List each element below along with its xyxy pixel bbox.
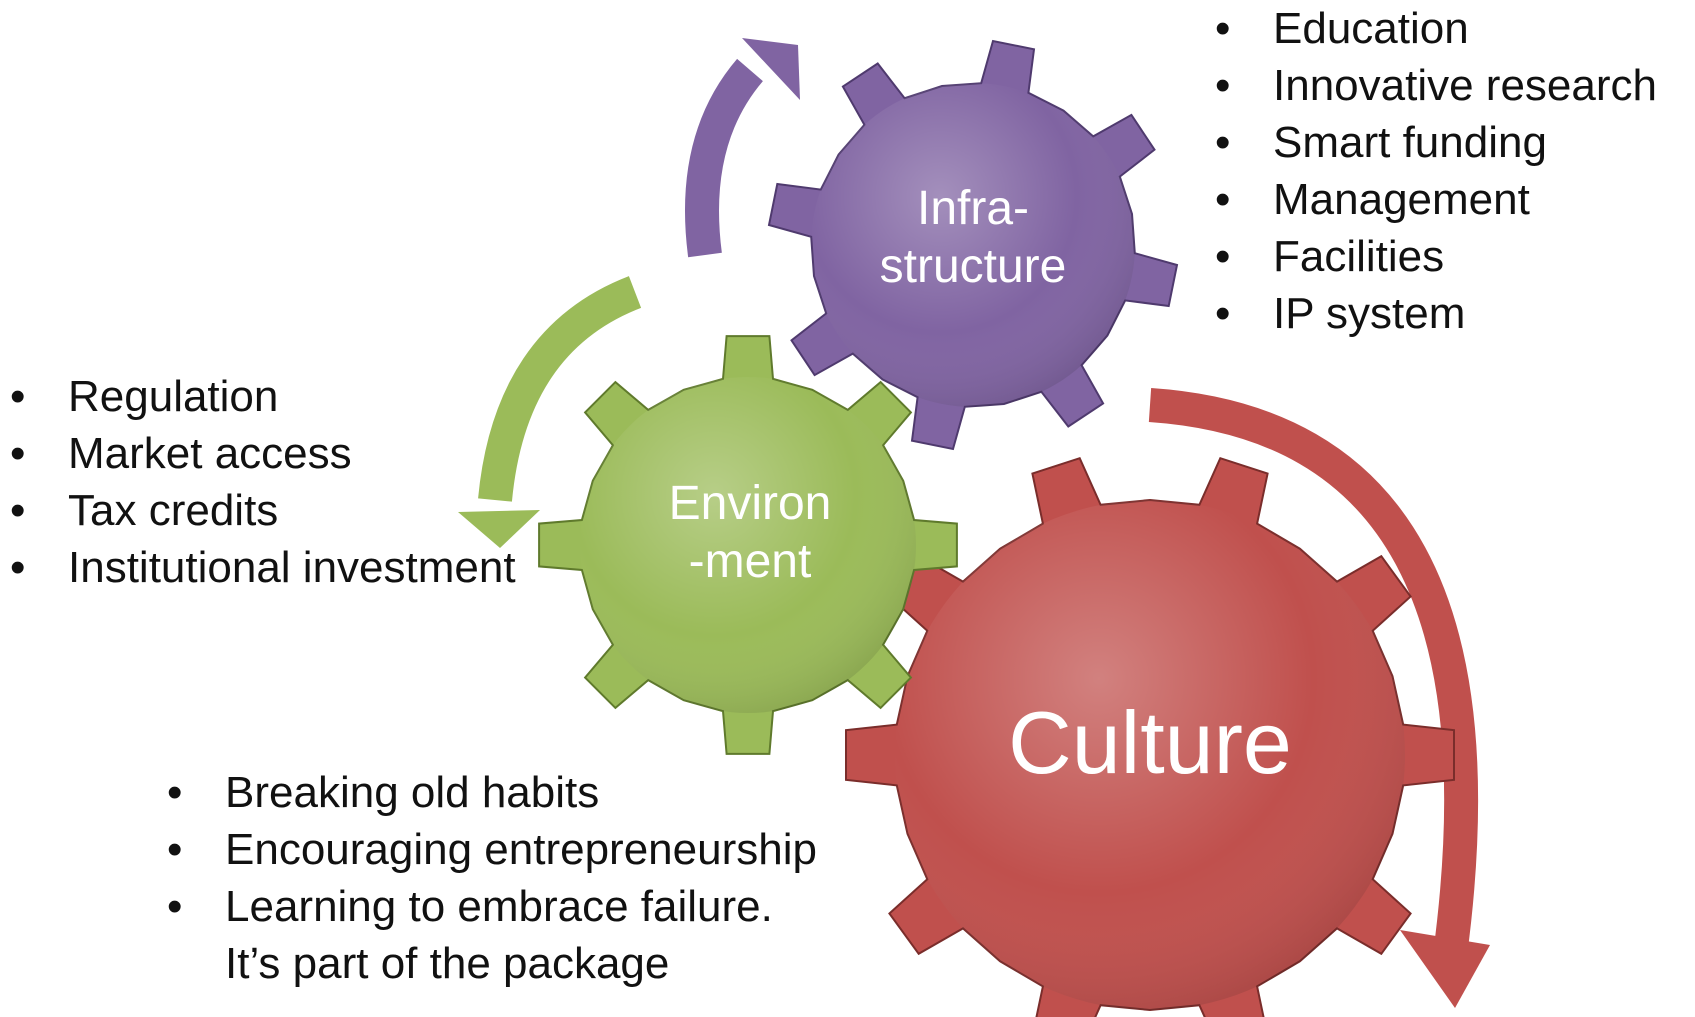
purple-arrowhead [742, 38, 800, 100]
infrastructure-list: Education Innovative research Smart fund… [1215, 0, 1657, 342]
culture-list: Breaking old habits Encouraging entrepre… [167, 764, 817, 992]
list-item: Smart funding [1215, 114, 1657, 171]
list-item: Education [1215, 0, 1657, 57]
list-item: Regulation [10, 368, 516, 425]
list-item: IP system [1215, 285, 1657, 342]
culture-gear-shine [895, 500, 1405, 1010]
infrastructure-gear-label: Infra- structure [879, 182, 1067, 293]
infrastructure-gear-shine [811, 83, 1135, 407]
list-item: Innovative research [1215, 57, 1657, 114]
environment-gear-label: Environ -ment [668, 477, 832, 588]
red-arrowhead [1400, 930, 1490, 1008]
list-item: Facilities [1215, 228, 1657, 285]
environment-gear-shine [580, 377, 916, 713]
list-item: It’s part of the package [225, 939, 670, 988]
list-item: Institutional investment [10, 539, 516, 596]
list-item: Encouraging entrepreneurship [167, 821, 817, 878]
list-item: Management [1215, 171, 1657, 228]
red-arrow [1148, 388, 1479, 958]
environment-list: Regulation Market access Tax credits Ins… [10, 368, 516, 596]
list-item: Breaking old habits [167, 764, 817, 821]
purple-arrow [685, 58, 764, 258]
list-item: Tax credits [10, 482, 516, 539]
list-item: Learning to embrace failure. [167, 878, 817, 935]
list-item: Market access [10, 425, 516, 482]
culture-gear-label: Culture [1008, 693, 1292, 792]
